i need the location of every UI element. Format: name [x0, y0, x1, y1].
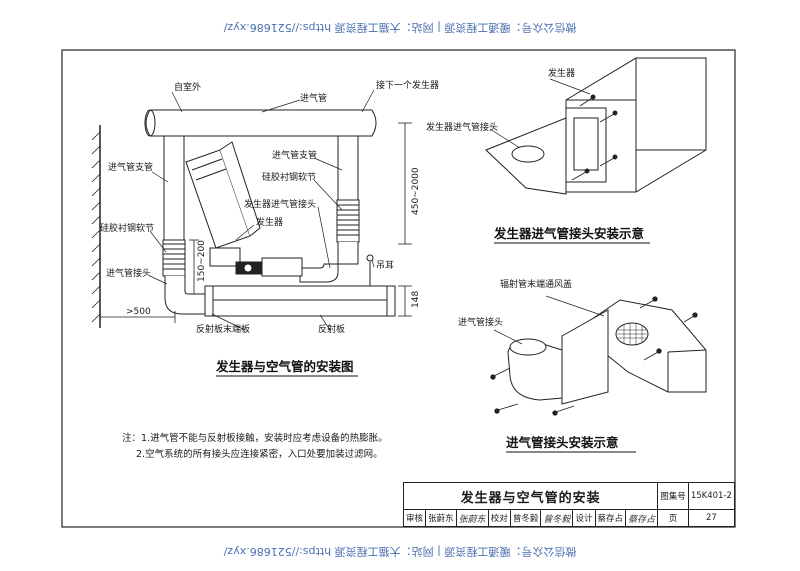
left-figure-labels: 自室外 进气管 接下一个发生器 进气管支管 进气管支管 硅胶衬钢软节 发生器进气… [100, 79, 439, 377]
label-lifting-ear: 吊耳 [376, 260, 394, 271]
sheet-frame [61, 49, 736, 528]
note-line-1: 注：1.进气管不能与反射板接触，安装时应考虑设备的热膨胀。 [122, 433, 388, 444]
atlas-number: 15K401-2 [687, 482, 736, 510]
title-block: 发生器与空气管的安装 图集号 15K401-2 审核 张蔚东 张蔚东 校对 曾冬… [402, 482, 736, 527]
label-reflector: 反射板 [318, 323, 345, 335]
page-number: 27 [687, 509, 736, 527]
note-line-2: 2.空气系统的所有接头应连接紧密，入口处要加装过滤网。 [136, 449, 383, 460]
reviewer-signature: 张蔚东 [455, 509, 489, 527]
label-outdoor: 自室外 [174, 81, 201, 93]
right-top-figure [485, 57, 707, 195]
check-label: 校对 [487, 509, 511, 527]
label-rb-end-cap: 辐射管末端通风盖 [500, 278, 572, 290]
label-rt-gen-inlet-joint: 发生器进气管接头 [426, 121, 498, 133]
designer-signature: 蔡存占 [625, 509, 659, 527]
caption-right-bottom: 进气管接头安装示意 [506, 435, 619, 450]
page-label: 页 [657, 509, 689, 527]
label-gen-inlet-joint: 发生器进气管接头 [244, 198, 316, 210]
atlas-label: 图集号 [657, 482, 689, 510]
designer-name: 蔡存占 [594, 509, 627, 527]
label-inlet-support-left: 进气管支管 [108, 161, 153, 173]
label-inlet-joint: 进气管接头 [106, 267, 151, 279]
label-to-next-generator: 接下一个发生器 [376, 79, 439, 91]
dim-450-2000: 450~2000 [411, 167, 421, 215]
label-silicone-hose-right: 硅胶衬钢软节 [262, 171, 316, 183]
label-inlet-support-right: 进气管支管 [272, 149, 317, 161]
dim-500: >500 [126, 307, 151, 317]
reviewer-name: 张蔚东 [425, 509, 457, 527]
checker-name: 曾冬毅 [509, 509, 542, 527]
dim-150-200: 150~200 [197, 240, 207, 282]
right-bottom-figure [490, 295, 707, 416]
label-generator: 发生器 [256, 216, 283, 228]
label-rb-inlet-joint: 进气管接头 [458, 316, 503, 328]
label-silicone-hose-left: 硅胶衬钢软节 [100, 222, 154, 234]
checker-signature: 曾冬毅 [540, 509, 574, 527]
label-reflector-end: 反射板末端板 [196, 323, 250, 335]
dim-148: 148 [411, 291, 421, 308]
caption-right-top: 发生器进气管接头安装示意 [493, 226, 644, 241]
label-rt-generator: 发生器 [548, 67, 575, 79]
design-label: 设计 [572, 509, 596, 527]
review-label: 审核 [402, 509, 427, 527]
caption-left: 发生器与空气管的安装图 [215, 359, 354, 374]
left-figure [91, 89, 412, 331]
drawing-title: 发生器与空气管的安装 [402, 482, 659, 510]
label-inlet-pipe: 进气管 [300, 92, 327, 104]
